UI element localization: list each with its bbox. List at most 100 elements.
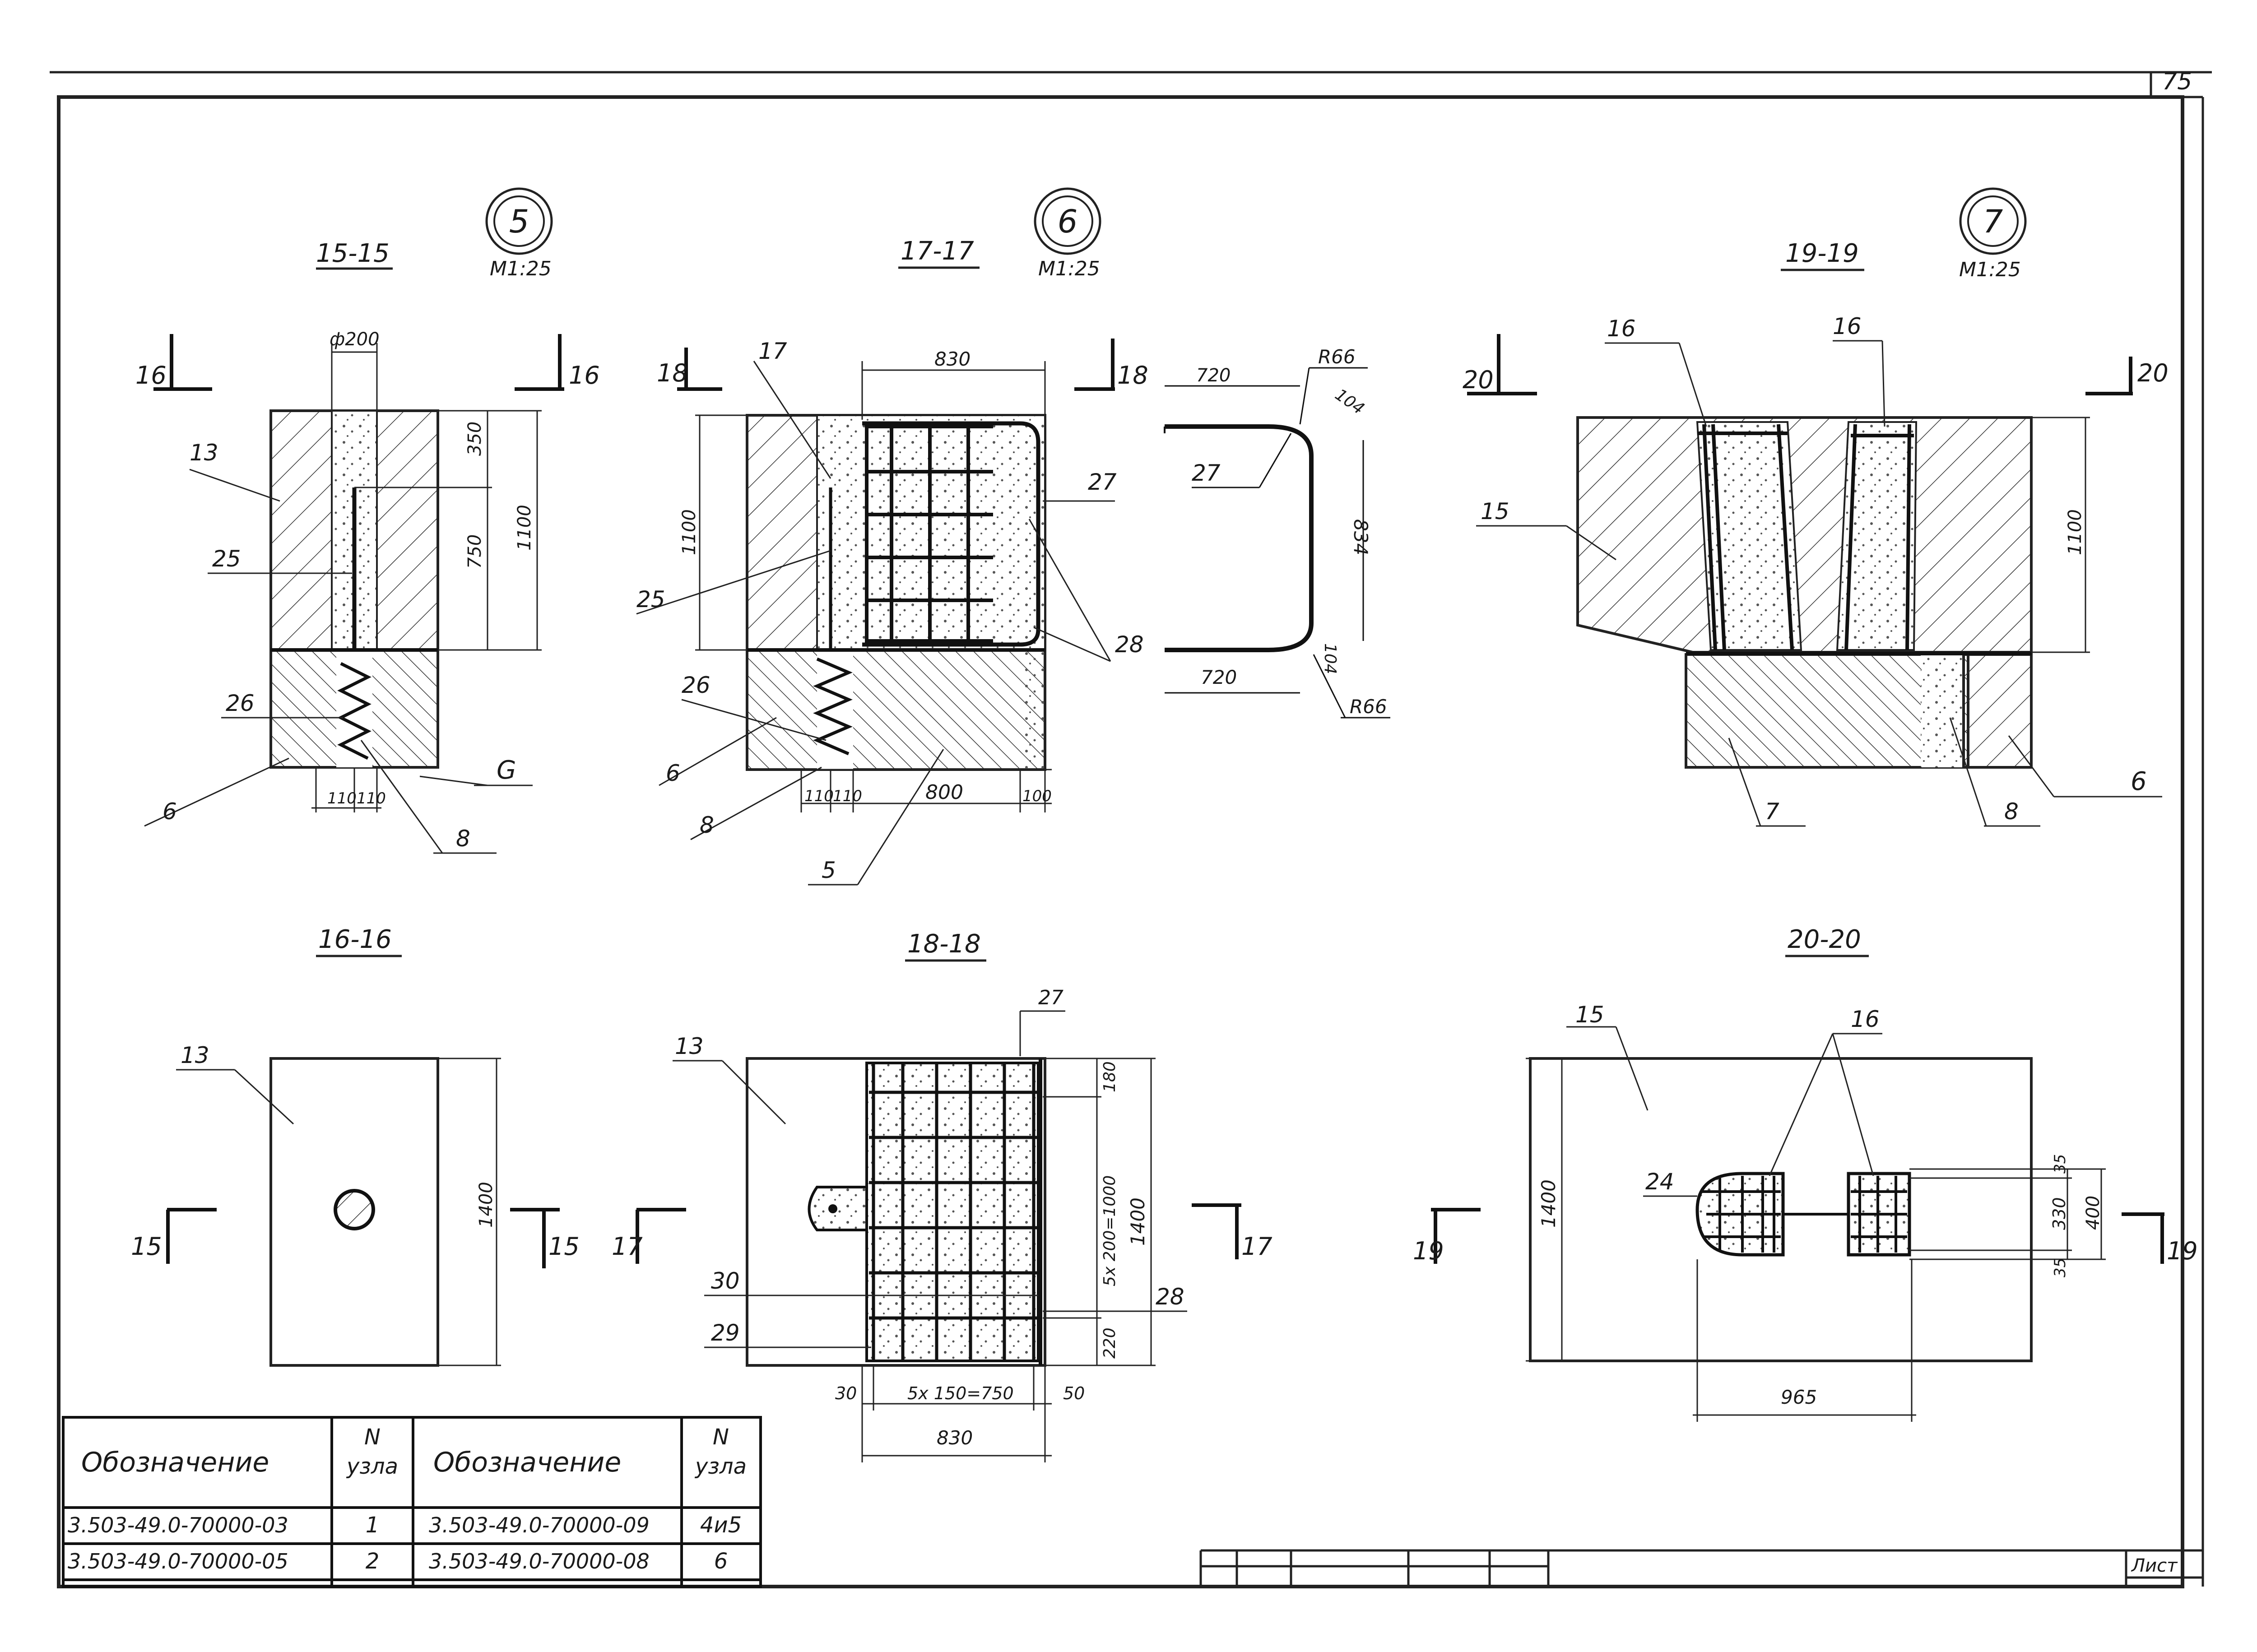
dim-750: 750 (464, 534, 485, 569)
plan-16-16-drawing (176, 1057, 501, 1367)
pos-25-b: 25 (636, 586, 665, 613)
dim-180: 180 (1101, 1061, 1119, 1092)
rebar-dim-834: 834 (1350, 519, 1372, 555)
dim-330: 330 (2049, 1197, 2069, 1230)
dim-1400-a: 1400 (476, 1182, 497, 1228)
dim-d200: ф200 (330, 329, 380, 350)
table-row-2-node-1: 2 (366, 1549, 380, 1574)
table-row-2-designation-2: 3.503-49.0-70000-08 (429, 1549, 650, 1573)
dim-110-c: 110 (804, 787, 834, 805)
node-5-number: 5 (509, 203, 529, 240)
section-19-19-title: 19-19 (1785, 239, 1859, 268)
nodes-table (62, 1416, 762, 1588)
pos-27-c: 27 (1038, 986, 1063, 1009)
cut-mark-19-right (2122, 1212, 2164, 1264)
table-row-2-node-2: 6 (714, 1549, 728, 1574)
cut-mark-15-left (166, 1208, 217, 1264)
cut-label-16-left: 16 (135, 361, 167, 390)
dim-830-a: 830 (934, 348, 971, 370)
plan-20-20-title: 20-20 (1788, 925, 1861, 954)
pos-15-a: 15 (1481, 498, 1509, 524)
dim-50: 50 (1063, 1383, 1085, 1403)
dim-400: 400 (2083, 1196, 2104, 1230)
pos-26-a: 26 (226, 690, 255, 716)
dim-1400-b: 1400 (1127, 1197, 1149, 1246)
pos-5: 5 (822, 857, 836, 883)
node-6-circle (1034, 187, 1101, 255)
node-6-number: 6 (1058, 203, 1078, 240)
node-6-scale: М1:25 (1038, 257, 1100, 280)
table-header-node-n-1: N (364, 1425, 381, 1450)
plan-20-20-drawing (1526, 1026, 2106, 1422)
pos-29: 29 (711, 1320, 740, 1346)
cut-label-18-right: 18 (1117, 361, 1148, 390)
node-7-number: 7 (1983, 203, 2003, 240)
cut-mark-16-left (153, 334, 212, 391)
rebar-dim-720-bot: 720 (1201, 666, 1237, 688)
pos-13-c: 13 (675, 1033, 704, 1059)
cut-label-15-left: 15 (131, 1232, 162, 1261)
dim-220: 220 (1101, 1327, 1119, 1359)
cut-mark-20-right (2085, 357, 2133, 395)
pos-26-b: 26 (682, 672, 711, 698)
pos-6-a: 6 (163, 798, 177, 825)
cut-mark-15-right (510, 1208, 560, 1268)
pos-17-a: 17 (758, 338, 787, 364)
pos-13-b: 13 (181, 1042, 209, 1068)
pos-27-b: 27 (1192, 460, 1221, 486)
dim-5x150: 5х 150=750 (907, 1383, 1014, 1403)
dim-30: 30 (835, 1383, 857, 1403)
pos-13-a: 13 (190, 440, 218, 466)
cut-label-16-right: 16 (569, 361, 600, 390)
section-15-15-drawing (144, 343, 542, 854)
pos-24: 24 (1645, 1169, 1674, 1195)
pos-7: 7 (1765, 798, 1779, 825)
table-row-2-designation-1: 3.503-49.0-70000-05 (68, 1549, 288, 1573)
cut-mark-18-right (1074, 339, 1115, 391)
title-block (1199, 1549, 2203, 1587)
pos-30: 30 (711, 1268, 740, 1294)
pos-6-c: 6 (2131, 767, 2147, 796)
pos-27-a: 27 (1088, 469, 1117, 495)
rebar-dim-104-bot: 104 (1321, 643, 1339, 674)
dim-100-a: 100 (1022, 787, 1052, 805)
cut-label-15-right: 15 (548, 1232, 580, 1261)
dim-5x200: 5х 200=1000 (1101, 1175, 1119, 1286)
pos-g: G (497, 756, 516, 785)
plan-16-16-title: 16-16 (318, 925, 392, 954)
cut-label-18-left: 18 (657, 359, 688, 387)
sheet-number: 75 (2162, 68, 2192, 95)
cut-mark-17-right (1192, 1203, 1241, 1259)
cut-label-17-left: 17 (612, 1232, 643, 1261)
cut-mark-17-left (636, 1208, 686, 1264)
dim-800: 800 (925, 781, 963, 804)
pos-8-b: 8 (700, 812, 714, 838)
rebar-dim-720-top: 720 (1196, 365, 1231, 386)
table-row-1-designation-2: 3.503-49.0-70000-09 (429, 1513, 650, 1537)
dim-830-b: 830 (937, 1427, 973, 1449)
dim-35-top: 35 (2051, 1154, 2069, 1174)
pos-28-b: 28 (1156, 1284, 1184, 1310)
cut-mark-16-right (515, 334, 564, 391)
sheet-frame (50, 71, 2212, 1588)
section-15-15-title: 15-15 (316, 239, 390, 268)
section-17-17-drawing (636, 361, 1115, 886)
cut-label-17-right: 17 (1241, 1232, 1272, 1261)
cut-label-19-left: 19 (1413, 1237, 1444, 1265)
cut-label-20-left: 20 (1463, 366, 1494, 394)
pos-15-b: 15 (1575, 1002, 1604, 1028)
dim-1100-c: 1100 (2065, 509, 2085, 555)
pos-16-c: 16 (1851, 1006, 1880, 1032)
table-row-1-designation-1: 3.503-49.0-70000-03 (68, 1513, 288, 1537)
cut-label-19-right: 19 (2167, 1237, 2198, 1265)
dim-350: 350 (464, 422, 485, 456)
plan-18-18-drawing (673, 1010, 1187, 1462)
dim-110-d: 110 (833, 787, 862, 805)
dim-35-bot: 35 (2051, 1258, 2069, 1277)
dim-1400-c: 1400 (1537, 1179, 1560, 1228)
rebar-dim-r66-top: R66 (1318, 346, 1356, 368)
pos-28-a: 28 (1115, 631, 1144, 658)
section-19-19-drawing (1476, 340, 2162, 827)
dim-110-b: 110 (357, 789, 386, 807)
